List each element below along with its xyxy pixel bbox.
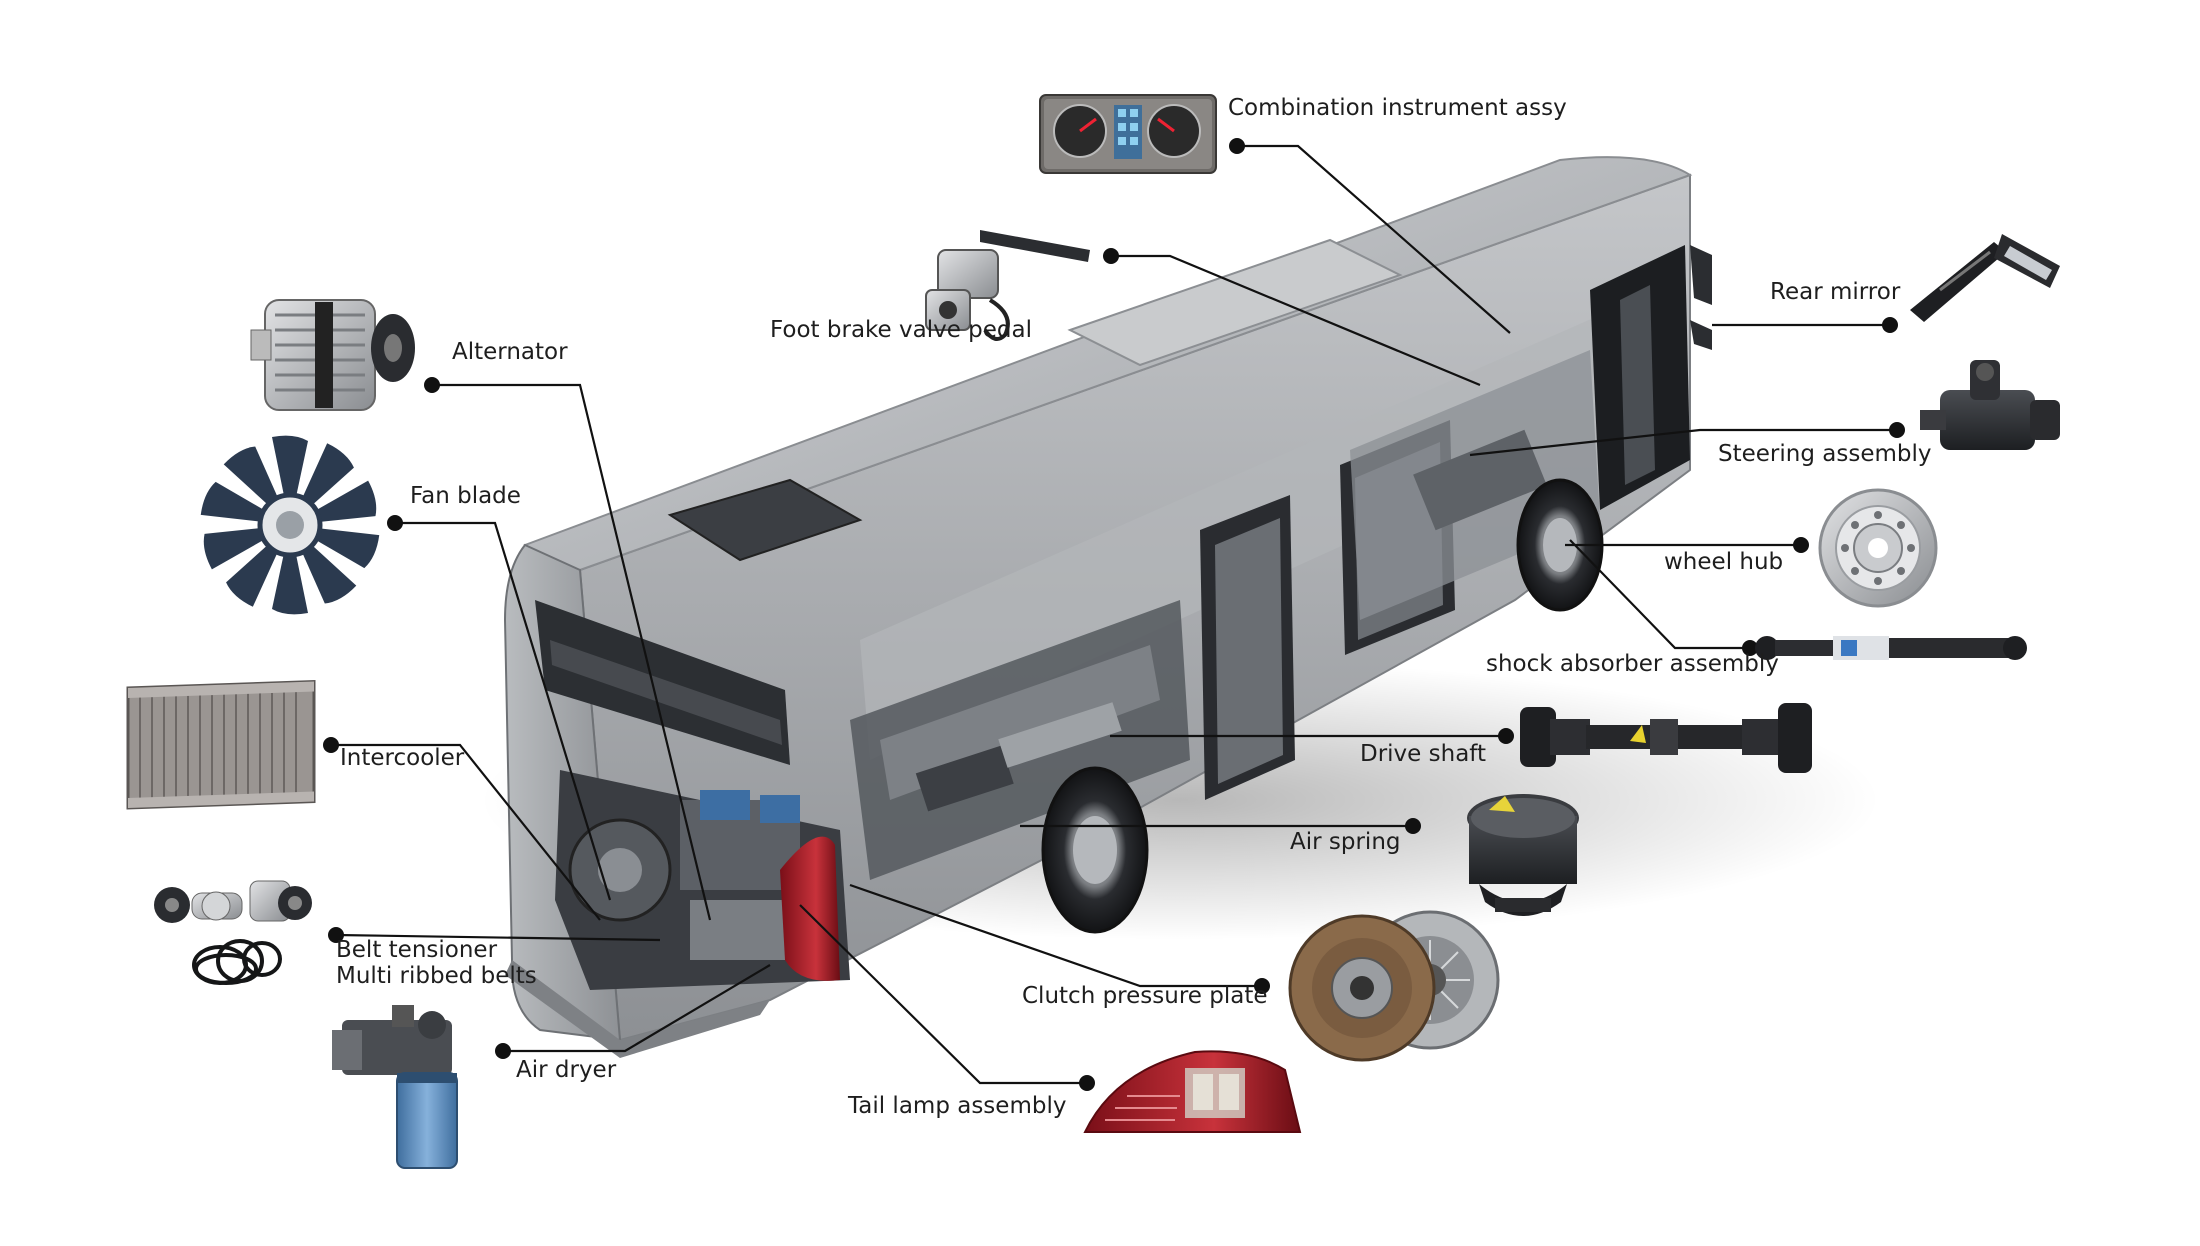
leader-line-tail-lamp [799, 904, 1087, 1085]
leader-dot [1889, 422, 1905, 438]
leader-dot [1793, 537, 1809, 553]
steering-gear-icon [1920, 360, 2060, 450]
wheel-hub-icon [1818, 488, 1938, 608]
label-fan-blade: Fan blade [410, 483, 521, 509]
tail-lamp-icon [1083, 1050, 1302, 1133]
label-air-dryer: Air dryer [516, 1057, 617, 1083]
leader-dot [328, 927, 344, 943]
alternator-icon [250, 299, 415, 411]
bus-cutaway-illustration [480, 156, 1880, 1058]
leader-line-fan-blade [395, 521, 612, 901]
instrument-cluster-icon [1039, 94, 1217, 174]
leader-dot [323, 737, 339, 753]
shock-absorber-icon [1755, 636, 2027, 660]
leader-dot [1498, 728, 1514, 744]
label-steering-assembly: Steering assembly [1718, 441, 1932, 467]
label-tail-lamp-assembly: Tail lamp assembly [848, 1093, 1067, 1119]
label-combination-instrument: Combination instrument assy [1228, 95, 1567, 121]
label-belt-group: Belt tensioner Multi ribbed belts [336, 937, 537, 990]
leader-line-air-dryer [503, 964, 771, 1053]
label-multi-ribbed-belts: Multi ribbed belts [336, 962, 537, 989]
drive-shaft-icon [1520, 703, 1812, 773]
leader-dot [1742, 640, 1758, 656]
leader-dot [424, 377, 440, 393]
leader-line-shock-absorber [1569, 539, 1750, 650]
rear-mirror-icon [1910, 234, 2060, 322]
leader-dot [1103, 248, 1119, 264]
multi-ribbed-belts-icon [192, 939, 282, 985]
label-drive-shaft: Drive shaft [1360, 741, 1486, 767]
brake-valve-icon [925, 230, 1090, 341]
clutch-plate-icon [1288, 910, 1500, 1062]
leader-line-foot-brake [1111, 254, 1481, 387]
label-rear-mirror: Rear mirror [1770, 279, 1901, 305]
leader-dot [1229, 138, 1245, 154]
label-alternator: Alternator [452, 339, 568, 365]
leader-line-steering [1469, 428, 1897, 457]
intercooler-icon [126, 679, 316, 810]
label-wheel-hub: wheel hub [1664, 549, 1784, 575]
leader-dot [387, 515, 403, 531]
leader-dot [1254, 978, 1270, 994]
leader-lines [331, 144, 1897, 1085]
leader-dot [1079, 1075, 1095, 1091]
air-spring-icon [1467, 794, 1579, 916]
leader-dot [495, 1043, 511, 1059]
label-foot-brake-valve-pedal: Foot brake valve pedal [770, 317, 1032, 343]
label-clutch-pressure-plate: Clutch pressure plate [1022, 983, 1268, 1009]
leader-line-intercooler [331, 743, 601, 921]
leader-dot [1405, 818, 1421, 834]
leader-dots [323, 138, 1905, 1091]
leader-line-clutch [849, 883, 1262, 988]
leader-line-belt-tensioner [335, 933, 661, 942]
label-air-spring: Air spring [1290, 829, 1401, 855]
leader-dot [1882, 317, 1898, 333]
label-intercooler: Intercooler [340, 745, 465, 771]
label-shock-absorber-assembly: shock absorber assembly [1486, 651, 1779, 677]
belt-tensioner-icon [154, 880, 312, 985]
fan-blade-icon [200, 435, 380, 615]
leader-line-alternator [432, 383, 712, 921]
air-dryer-icon [332, 1005, 458, 1169]
label-belt-tensioner: Belt tensioner [336, 937, 498, 963]
leader-line-combination-instrument [1237, 144, 1511, 334]
